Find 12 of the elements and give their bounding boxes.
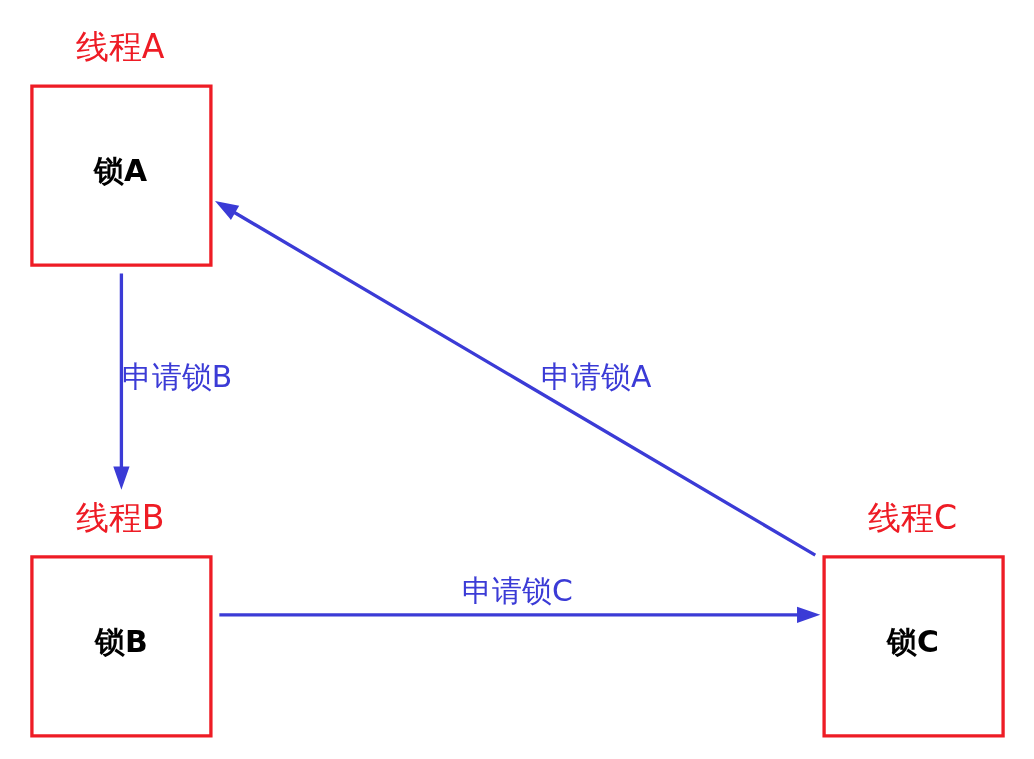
edge-label: 申请锁B xyxy=(121,358,232,394)
node-label: 线程A xyxy=(75,26,165,66)
arrow xyxy=(218,606,820,623)
arrow xyxy=(112,273,130,490)
node-label: 线程C xyxy=(867,497,957,537)
arrow xyxy=(214,201,816,557)
node-label: 线程B xyxy=(75,497,165,537)
node-box: 锁C xyxy=(821,555,1005,738)
node-box: 锁A xyxy=(29,84,213,267)
edge-label: 申请锁A xyxy=(540,358,651,394)
edge-label: 申请锁C xyxy=(461,572,573,608)
node-box: 锁B xyxy=(29,555,213,738)
